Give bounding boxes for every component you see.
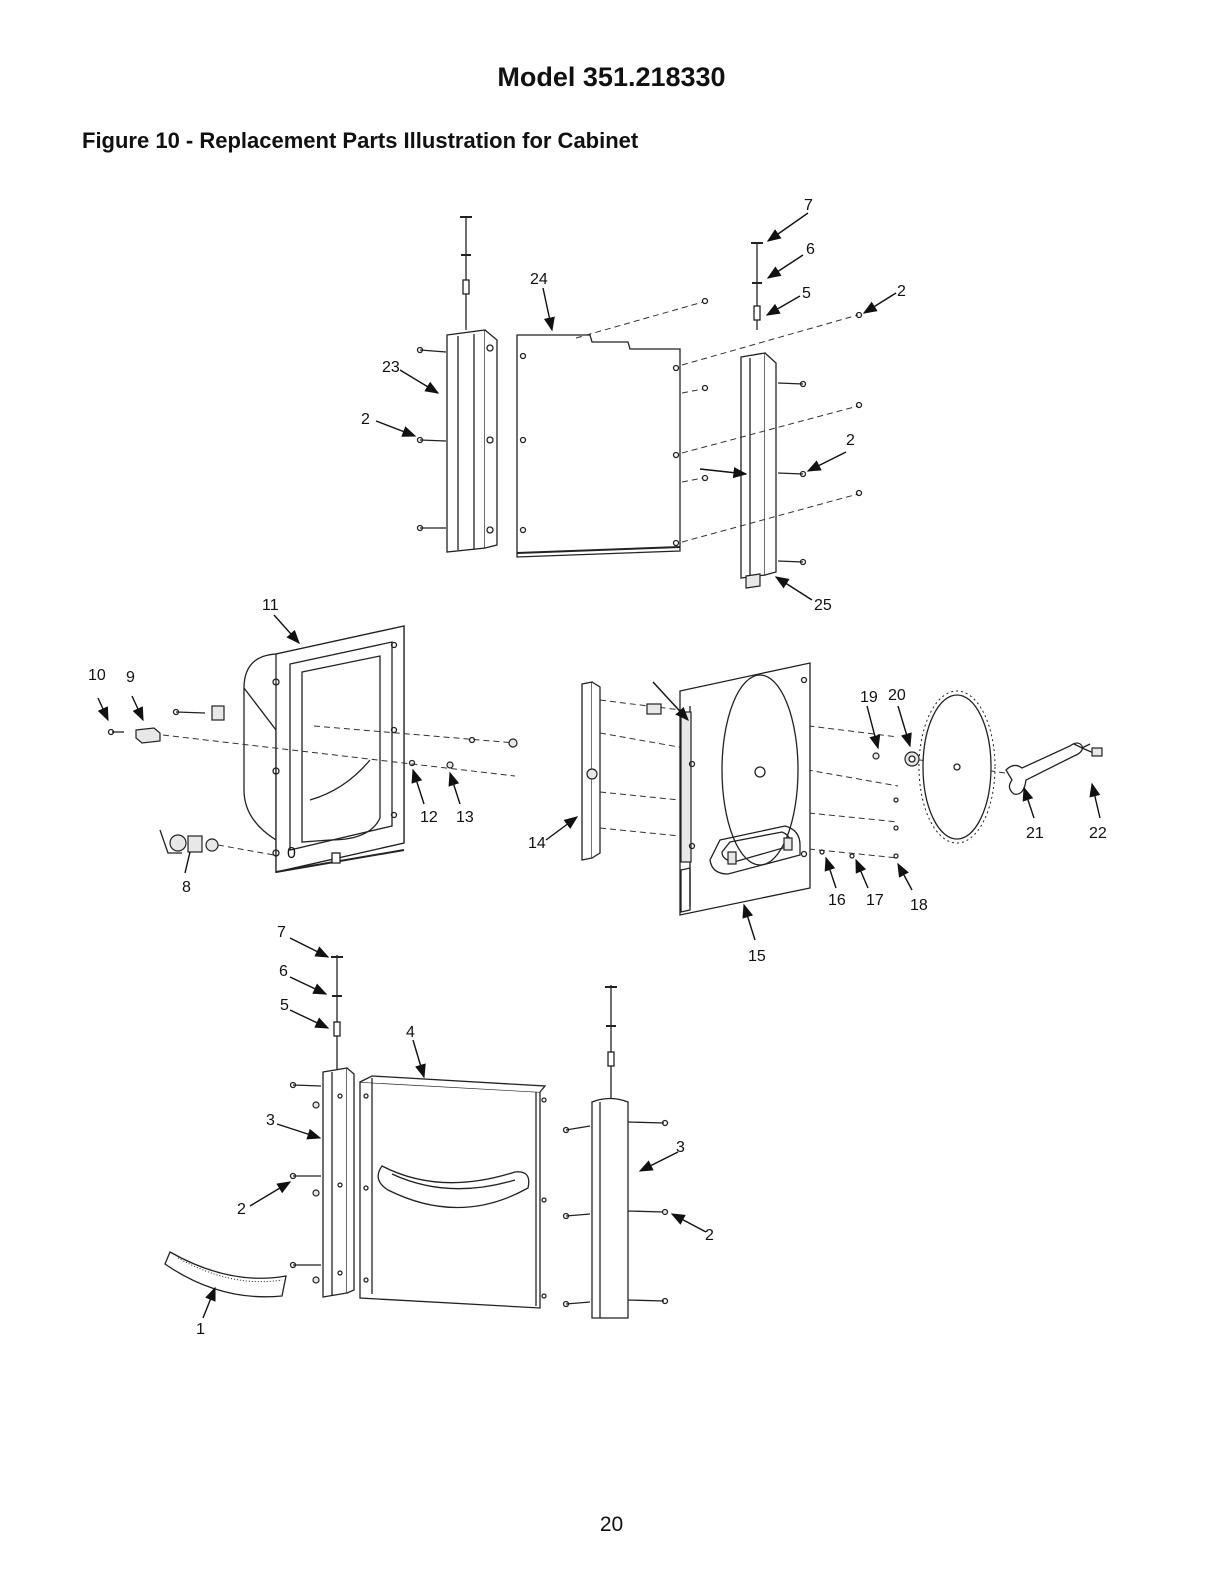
callout-24: 24 — [530, 271, 548, 288]
callout-6-bottom: 6 — [279, 963, 288, 980]
callout-12: 12 — [420, 809, 438, 826]
callout-15: 15 — [748, 948, 766, 965]
rear-left-leg — [418, 216, 498, 552]
callout-11: 11 — [262, 597, 279, 614]
rear-panel — [517, 335, 680, 557]
callout-2-bottom-right: 2 — [705, 1227, 714, 1244]
bevel-scale — [165, 1252, 286, 1297]
svg-text:0: 0 — [287, 845, 296, 862]
callout-20: 20 — [888, 687, 906, 704]
callout-9: 9 — [126, 669, 135, 686]
callout-23: 23 — [382, 359, 400, 376]
callout-18: 18 — [910, 897, 928, 914]
callout-16: 16 — [828, 892, 846, 909]
callout-21: 21 — [1026, 825, 1044, 842]
front-right-leg — [564, 985, 668, 1318]
strain-relief — [160, 830, 274, 855]
front-panel — [360, 1076, 546, 1308]
callout-10: 10 — [88, 667, 106, 684]
callout-2-top-right: 2 — [897, 283, 906, 300]
page-number: 20 — [0, 1513, 1223, 1537]
callout-17: 17 — [866, 892, 884, 909]
callout-7-bottom: 7 — [277, 924, 286, 941]
rear-right-leg — [741, 242, 806, 588]
front-left-leg — [291, 955, 355, 1297]
callout-7-top: 7 — [804, 197, 813, 214]
blade-wrench — [1006, 743, 1102, 794]
callout-2-top-left: 2 — [361, 411, 370, 428]
callout-22: 22 — [1089, 825, 1107, 842]
callout-13: 13 — [456, 809, 474, 826]
callout-5-top: 5 — [802, 285, 811, 302]
callout-3-left: 3 — [266, 1112, 275, 1129]
saw-blade — [919, 691, 995, 843]
callout-6-top: 6 — [806, 241, 815, 258]
inner-cabinet-panel — [647, 663, 810, 915]
callout-4: 4 — [406, 1024, 415, 1041]
callout-2-bottom-left: 2 — [237, 1201, 246, 1218]
callout-14: 14 — [528, 835, 546, 852]
callout-2-top-mid: 2 — [846, 432, 855, 449]
callout-25: 25 — [814, 597, 832, 614]
callout-3-right: 3 — [676, 1139, 685, 1156]
callout-5-bottom: 5 — [280, 997, 289, 1014]
callout-1: 1 — [196, 1321, 205, 1338]
callout-19: 19 — [860, 689, 878, 706]
callout-8: 8 — [182, 879, 191, 896]
front-cabinet-frame: 0 — [244, 626, 404, 872]
